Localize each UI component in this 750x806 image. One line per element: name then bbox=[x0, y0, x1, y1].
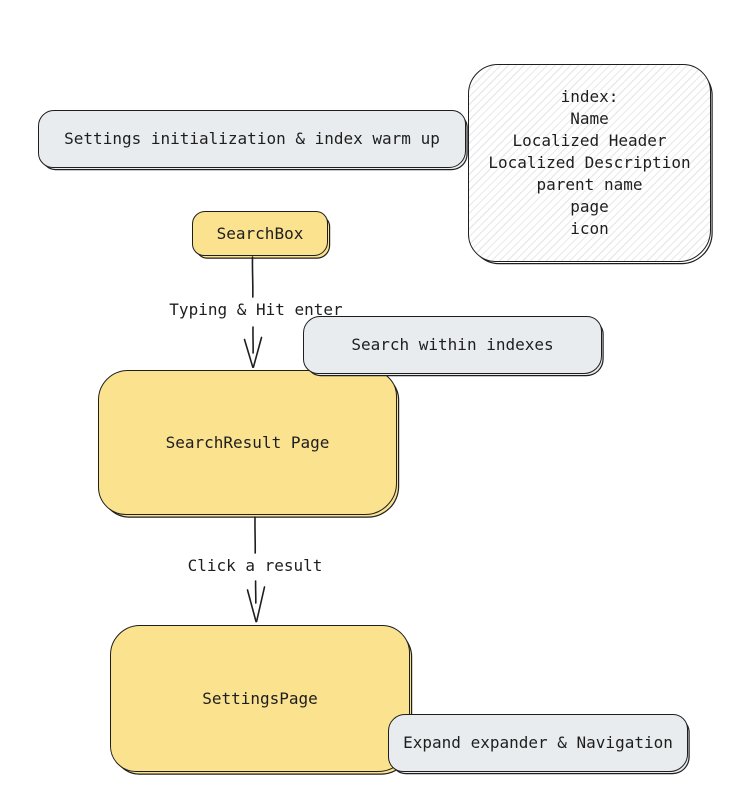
note-index-line: Name bbox=[570, 109, 609, 128]
node-searchbox: SearchBox bbox=[192, 211, 328, 256]
node-expand-expander-navigation: Expand expander & Navigation bbox=[388, 714, 688, 772]
node-settingspage: SettingsPage bbox=[110, 625, 410, 772]
note-index-line: parent name bbox=[536, 175, 643, 194]
note-index-line: Localized Description bbox=[488, 153, 691, 172]
node-searchbox-label: SearchBox bbox=[216, 223, 304, 243]
node-search-within-indexes: Search within indexes bbox=[303, 316, 602, 374]
note-index-line: index: bbox=[560, 87, 619, 106]
edge-label-click-a-result: Click a result bbox=[187, 556, 323, 575]
note-index-line: page bbox=[570, 197, 609, 216]
node-settings-initialization: Settings initialization & index warm up bbox=[38, 110, 466, 168]
note-index-line: Localized Header bbox=[512, 131, 667, 150]
node-search-within-indexes-label: Search within indexes bbox=[351, 335, 554, 354]
node-searchresult-page-label: SearchResult Page bbox=[165, 432, 330, 452]
note-index-fields: index: Name Localized Header Localized D… bbox=[468, 64, 711, 262]
edge-label-typing-hit-enter: Typing & Hit enter bbox=[169, 300, 343, 319]
note-index-line: icon bbox=[570, 219, 609, 238]
node-settingspage-label: SettingsPage bbox=[202, 688, 318, 708]
node-searchresult-page: SearchResult Page bbox=[98, 370, 397, 515]
node-expand-expander-navigation-label: Expand expander & Navigation bbox=[403, 733, 673, 752]
node-settings-initialization-label: Settings initialization & index warm up bbox=[64, 129, 440, 148]
